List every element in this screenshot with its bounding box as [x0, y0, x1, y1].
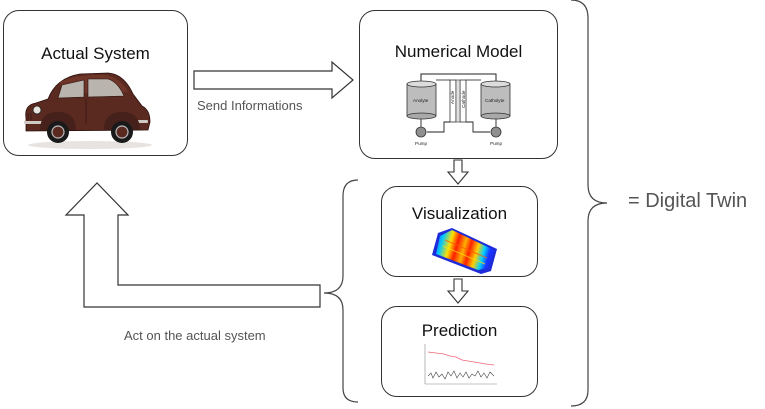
act-on-system-label: Act on the actual system — [124, 328, 266, 343]
catholyte-label: Catholyte — [485, 98, 505, 103]
actual-system-title: Actual System — [41, 44, 150, 63]
inner-brace — [323, 179, 359, 403]
down-arrow-model-to-visualization — [446, 159, 470, 185]
act-arrow — [64, 182, 321, 308]
numerical-model-title: Numerical Model — [394, 42, 523, 61]
anolyte-label: Anolyte — [413, 98, 429, 103]
anode-label: Anode — [450, 90, 455, 104]
heatmap-render — [432, 228, 497, 274]
outer-brace — [570, 0, 608, 407]
digital-twin-label: = Digital Twin — [628, 190, 748, 212]
numerical-model-box: Numerical Model — [359, 10, 558, 159]
car-image — [24, 72, 152, 149]
prediction-title: Prediction — [421, 321, 498, 340]
down-arrow-visualization-to-prediction — [446, 278, 470, 304]
prediction-plot — [424, 344, 497, 385]
prediction-box: Prediction — [381, 306, 538, 397]
send-arrow — [193, 60, 354, 100]
actual-system-box: Actual System — [3, 10, 188, 156]
cathode-label: Cathode — [461, 90, 466, 108]
pump-left-label: Pump — [415, 141, 427, 146]
send-informations-label: Send Informations — [197, 98, 303, 113]
visualization-title: Visualization — [411, 204, 508, 223]
redox-flow-battery-schematic: Anolyte Catholyte Anode Cathode Pump Pum… — [406, 73, 511, 146]
pump-right-label: Pump — [490, 141, 502, 146]
